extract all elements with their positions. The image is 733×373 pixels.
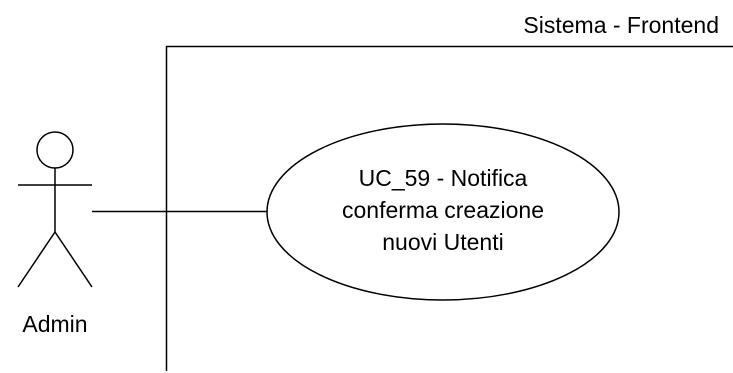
actor-right-leg xyxy=(54,231,93,288)
use-case-label-line-2: conferma creazione xyxy=(342,197,544,223)
use-case-label-line-3: nuovi Utenti xyxy=(382,229,503,255)
use-case-ellipse xyxy=(266,123,620,301)
actor-head xyxy=(36,131,74,169)
system-label: Sistema - Frontend xyxy=(523,12,719,38)
actor-label: Admin xyxy=(22,311,87,337)
actor-left-leg xyxy=(17,231,56,288)
system-boundary xyxy=(165,45,733,371)
actor-admin xyxy=(17,131,93,288)
use-case-label-line-1: UC_59 - Notifica xyxy=(359,165,528,191)
